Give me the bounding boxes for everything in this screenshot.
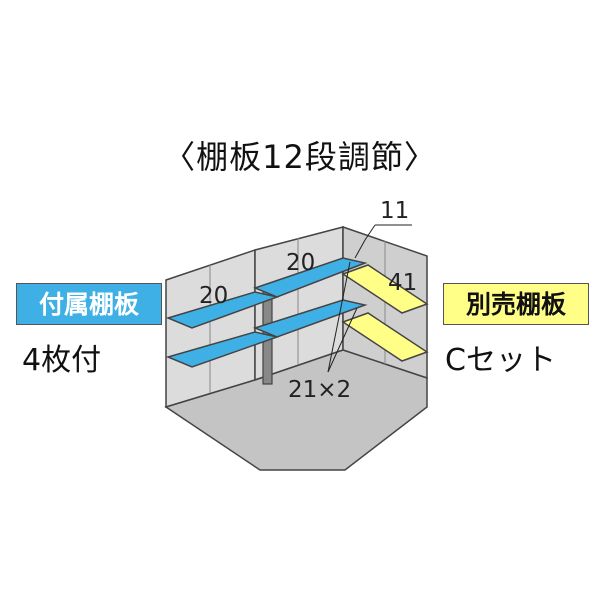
optional-shelves-set: Cセット: [445, 343, 556, 378]
optional-shelf-upper: [341, 264, 429, 314]
included-shelves-count: 4枚付: [22, 343, 102, 378]
depth-leader-a: [327, 261, 351, 373]
included-shelf-center-upper: [252, 257, 368, 298]
diagram-title: 〈棚板12段調節〉: [163, 138, 437, 176]
middle-shelf-width-label: 20: [286, 250, 315, 276]
included-shelves-badge: 付属棚板: [16, 283, 162, 325]
top-gap-label: 11: [380, 198, 409, 224]
side-shelf-width-label: 41: [388, 270, 417, 296]
bottom-depth-label: 21×2: [288, 377, 351, 403]
optional-shelf-lower: [341, 312, 429, 362]
left-shelf-width-label: 20: [199, 283, 228, 309]
top-gap-leader: [354, 224, 376, 259]
included-shelf-center-lower: [252, 299, 368, 338]
optional-shelves-badge: 別売棚板: [443, 283, 589, 325]
depth-leader-b: [327, 307, 358, 373]
